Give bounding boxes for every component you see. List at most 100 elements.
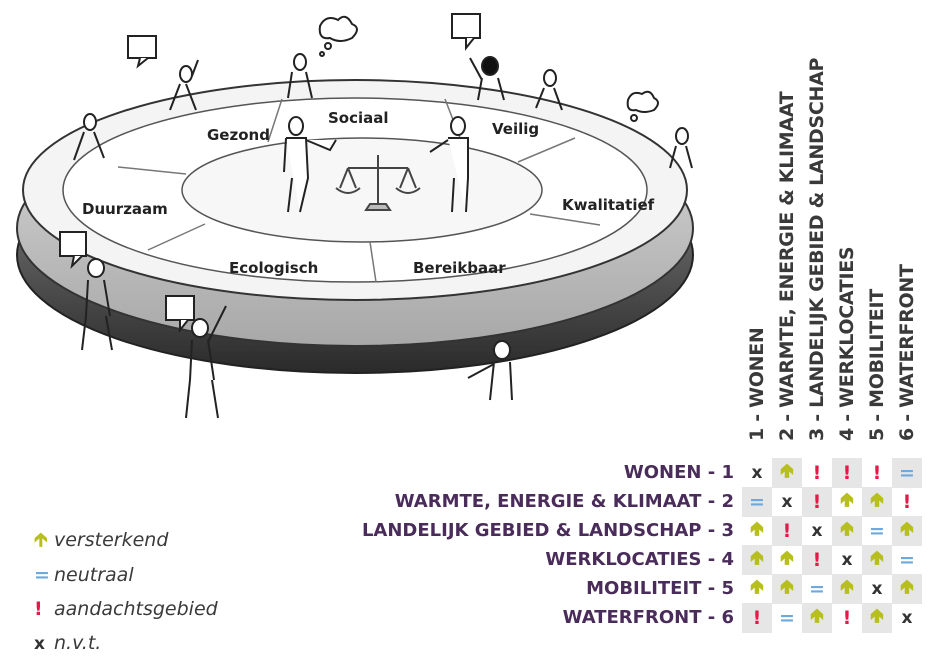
matrix-cell: ! (772, 516, 802, 546)
row-label-4: WERKLOCATIES - 4 (545, 549, 734, 570)
disc-label-bereikbaar: Bereikbaar (413, 259, 506, 277)
up-arrow-icon: 🢁 (780, 547, 794, 569)
disc-label-veilig: Veilig (492, 120, 539, 138)
column-header-1: 1 - WONEN (746, 327, 768, 441)
matrix-cell: ! (802, 458, 832, 488)
x-icon: x (841, 550, 853, 570)
round-table-illustration: Sociaal Gezond Veilig Duurzaam Kwalitati… (16, 13, 694, 419)
matrix-cell: 🢁 (892, 516, 922, 546)
matrix-cell: x (862, 574, 892, 604)
column-header-5: 5 - MOBILITEIT (866, 289, 888, 441)
matrix-cell: ! (802, 545, 832, 575)
matrix-cell: 🢁 (832, 574, 862, 604)
matrix-cell: ! (892, 487, 922, 517)
matrix-cell: x (802, 516, 832, 546)
equals-icon: = (34, 564, 50, 586)
matrix-cell: 🢁 (742, 545, 772, 575)
exclamation-icon: ! (812, 491, 822, 513)
equals-icon: = (749, 491, 765, 513)
exclamation-icon: ! (34, 598, 43, 620)
matrix-cell: ! (832, 603, 862, 633)
matrix-cell: 🢁 (742, 516, 772, 546)
row-label-2: WARMTE, ENERGIE & KLIMAAT - 2 (394, 491, 734, 512)
disc-label-gezond: Gezond (207, 126, 270, 144)
exclamation-icon: ! (842, 607, 852, 629)
up-arrow-icon: 🢁 (870, 547, 884, 569)
matrix-cell: ! (832, 458, 862, 488)
matrix-cell: ! (802, 487, 832, 517)
equals-icon: = (899, 549, 915, 571)
column-header-4: 4 - WERKLOCATIES (836, 246, 858, 441)
disc-label-sociaal: Sociaal (328, 109, 389, 127)
matrix-cell: 🢁 (862, 545, 892, 575)
equals-icon: = (869, 520, 885, 542)
matrix-cell: x (832, 545, 862, 575)
up-arrow-icon: 🢁 (780, 460, 794, 482)
up-arrow-icon: 🡱 (34, 529, 48, 551)
up-arrow-icon: 🢁 (900, 576, 914, 598)
table-center (181, 137, 543, 243)
row-label-1: WONEN - 1 (623, 462, 734, 483)
matrix-cell: 🢁 (862, 487, 892, 517)
matrix-cell: = (802, 574, 832, 604)
matrix-cell: ! (862, 458, 892, 488)
row-label-6: WATERFRONT - 6 (562, 607, 734, 628)
up-arrow-icon: 🢁 (870, 489, 884, 511)
legend-item-versterkend: 🡱versterkend (34, 526, 168, 558)
matrix-cell: = (892, 545, 922, 575)
matrix-cell: 🢁 (892, 574, 922, 604)
column-header-2: 2 - WARMTE, ENERGIE & KLIMAAT (776, 91, 798, 441)
up-arrow-icon: 🢁 (750, 518, 764, 540)
up-arrow-icon: 🢁 (840, 489, 854, 511)
exclamation-icon: ! (842, 462, 852, 484)
legend-item-aandachtsgebied: !aandachtsgebied (34, 598, 218, 620)
scales-icon (335, 155, 421, 211)
up-arrow-icon: 🢁 (750, 576, 764, 598)
x-icon: x (811, 521, 823, 541)
matrix-cell: 🢁 (832, 487, 862, 517)
matrix-cell: 🢁 (772, 545, 802, 575)
matrix-cell: = (892, 458, 922, 488)
disc-label-duurzaam: Duurzaam (82, 200, 168, 218)
up-arrow-icon: 🢁 (840, 576, 854, 598)
row-label-3: LANDELIJK GEBIED & LANDSCHAP - 3 (361, 520, 734, 541)
up-arrow-icon: 🢁 (900, 518, 914, 540)
exclamation-icon: ! (872, 462, 882, 484)
matrix-cell: ! (742, 603, 772, 633)
matrix-cell: 🢁 (772, 458, 802, 488)
equals-icon: = (809, 578, 825, 600)
matrix-cell: = (772, 603, 802, 633)
equals-icon: = (779, 607, 795, 629)
matrix-cell: 🢁 (742, 574, 772, 604)
matrix-cell: x (892, 603, 922, 633)
up-arrow-icon: 🢁 (750, 547, 764, 569)
x-icon: x (751, 463, 763, 483)
disc-label-ecologisch: Ecologisch (229, 259, 318, 277)
exclamation-icon: ! (752, 607, 762, 629)
matrix-cell: 🢁 (862, 603, 892, 633)
matrix-cell: 🢁 (772, 574, 802, 604)
up-arrow-icon: 🢁 (810, 605, 824, 627)
up-arrow-icon: 🢁 (870, 605, 884, 627)
x-icon: x (781, 492, 793, 512)
speech-bubbles (59, 13, 659, 333)
people-figures (73, 53, 693, 419)
x-icon: x (34, 634, 45, 654)
up-arrow-icon: 🢁 (840, 518, 854, 540)
column-header-6: 6 - WATERFRONT (896, 264, 918, 441)
exclamation-icon: ! (902, 491, 912, 513)
matrix-cell: 🢁 (832, 516, 862, 546)
disc-label-kwalitatief: Kwalitatief (562, 196, 655, 214)
row-label-5: MOBILITEIT - 5 (586, 578, 734, 599)
exclamation-icon: ! (812, 462, 822, 484)
column-header-3: 3 - LANDELIJK GEBIED & LANDSCHAP (806, 57, 828, 441)
equals-icon: = (899, 462, 915, 484)
up-arrow-icon: 🢁 (780, 576, 794, 598)
matrix-cell: 🢁 (802, 603, 832, 633)
exclamation-icon: ! (812, 549, 822, 571)
matrix-cell: x (742, 458, 772, 488)
legend-item-neutraal: =neutraal (34, 564, 134, 586)
matrix-cell: = (742, 487, 772, 517)
x-icon: x (871, 579, 883, 599)
